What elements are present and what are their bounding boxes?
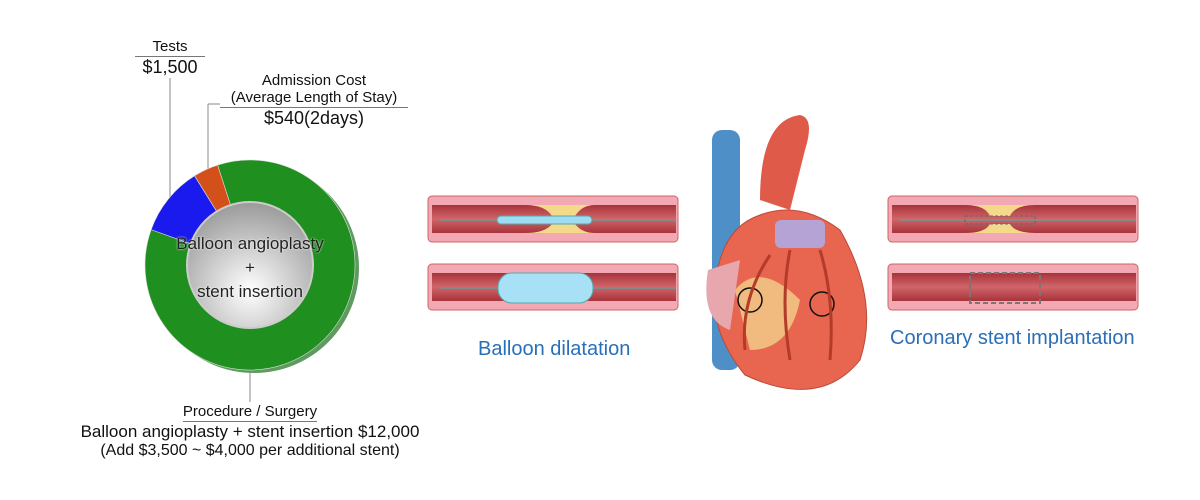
- admission-subtitle: (Average Length of Stay): [220, 89, 408, 108]
- admission-label: Admission Cost (Average Length of Stay) …: [220, 72, 408, 129]
- artery-balloon-inflated: [427, 263, 679, 311]
- center-line-1: Balloon angioplasty: [176, 234, 324, 253]
- tests-value: $1,500: [142, 57, 198, 77]
- procedure-title: Procedure / Surgery: [182, 403, 318, 422]
- procedure-label: Procedure / Surgery Balloon angioplasty …: [40, 403, 460, 460]
- center-line-3: stent insertion: [197, 282, 303, 301]
- heart-illustration: [706, 115, 868, 390]
- admission-value: $540(2days): [263, 108, 365, 128]
- donut-center-label: Balloon angioplasty + stent insertion: [176, 232, 324, 304]
- balloon-dilatation-caption: Balloon dilatation: [478, 338, 631, 360]
- tests-title: Tests: [135, 38, 205, 57]
- tests-label: Tests $1,500: [135, 38, 205, 78]
- artery-balloon-before: [427, 195, 679, 243]
- artery-stent-before: [887, 195, 1139, 243]
- admission-title: Admission Cost: [261, 72, 367, 89]
- stent-implantation-caption: Coronary stent implantation: [890, 327, 1135, 349]
- procedure-line1: Balloon angioplasty + stent insertion $1…: [80, 422, 420, 441]
- artery-stent-expanded: [887, 263, 1139, 311]
- donut-hole: [186, 201, 314, 329]
- procedure-line2: (Add $3,500 ~ $4,000 per additional sten…: [100, 442, 400, 459]
- center-line-2: +: [245, 258, 255, 277]
